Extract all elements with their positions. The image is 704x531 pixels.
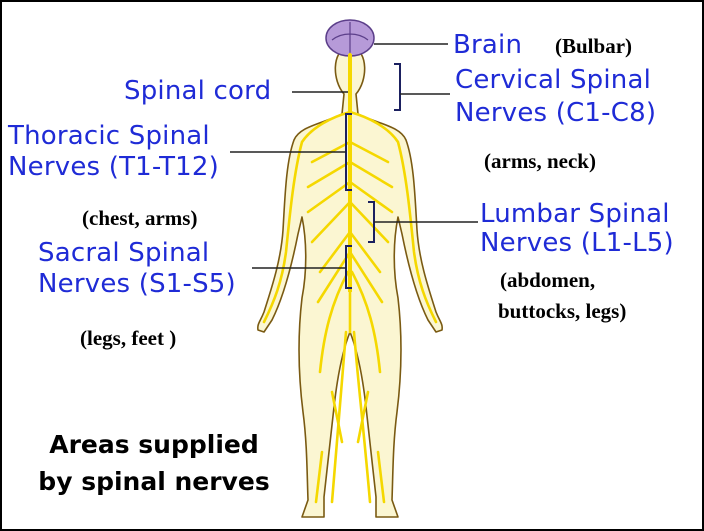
cervical-label-line1: Cervical Spinal bbox=[455, 65, 651, 95]
thoracic-label-line1: Thoracic Spinal bbox=[8, 121, 210, 151]
arms-neck-annotation: (arms, neck) bbox=[484, 149, 596, 173]
caption-line2: by spinal nerves bbox=[14, 463, 294, 500]
caption: Areas supplied by spinal nerves bbox=[14, 426, 294, 500]
cervical-label-line2: Nerves (C1-C8) bbox=[455, 98, 656, 128]
chest-arms-annotation: (chest, arms) bbox=[82, 206, 197, 230]
caption-line1: Areas supplied bbox=[14, 426, 294, 463]
brain-label: Brain bbox=[453, 30, 522, 60]
sacral-label-line1: Sacral Spinal bbox=[38, 238, 209, 268]
abdomen-annotation-line2: buttocks, legs) bbox=[498, 299, 626, 323]
cervical-bracket bbox=[394, 64, 400, 110]
bulbar-annotation: (Bulbar) bbox=[555, 34, 632, 58]
lumbar-label-line1: Lumbar Spinal bbox=[480, 199, 670, 229]
spinal-cord-label: Spinal cord bbox=[124, 76, 271, 106]
sacral-label-line2: Nerves (S1-S5) bbox=[38, 269, 236, 299]
thoracic-label-line2: Nerves (T1-T12) bbox=[8, 152, 219, 182]
legs-feet-annotation: (legs, feet ) bbox=[80, 326, 176, 350]
lumbar-label-line2: Nerves (L1-L5) bbox=[480, 228, 674, 258]
abdomen-annotation-line1: (abdomen, bbox=[500, 268, 595, 292]
